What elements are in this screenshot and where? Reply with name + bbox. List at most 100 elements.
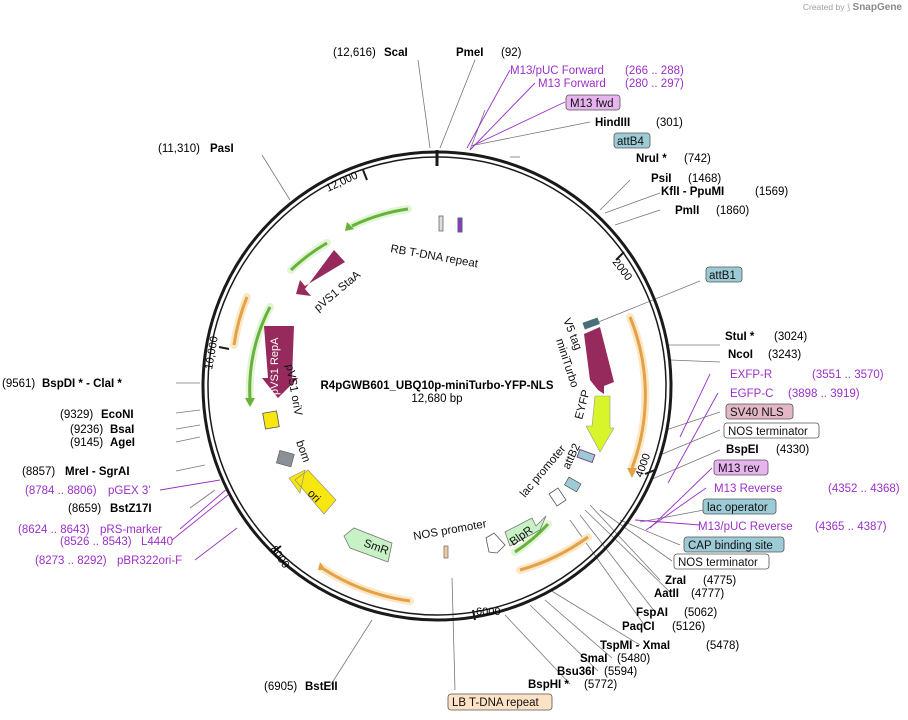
pvs1-oriv-label: pVS1 oriV	[283, 363, 304, 416]
site-pos: (6905)	[264, 681, 297, 693]
credit-brand: SnapGene	[852, 2, 902, 13]
site-name: PmlI	[675, 205, 699, 217]
site-name: SmaI	[580, 653, 608, 665]
site-name: BspEI	[726, 444, 759, 456]
site-name: BspHI *	[528, 679, 569, 691]
site-name: HindIII	[595, 117, 630, 129]
nos-terminator-label: NOS terminator	[678, 557, 758, 569]
bom-label: bom	[293, 439, 312, 464]
cap-binding-site-label: CAP binding site	[688, 540, 773, 552]
site-name: PmeI	[456, 47, 484, 59]
site-pos: (5478)	[706, 640, 739, 652]
site-name: KflI - PpuMI	[661, 186, 724, 198]
site-pos: (5594)	[604, 666, 637, 678]
site-pos: (5126)	[672, 621, 705, 633]
lac-promoter-arrow	[548, 487, 567, 507]
pvs1-oriv-box	[262, 410, 280, 430]
site-pos: (92)	[501, 47, 522, 59]
primer-range: (3551 .. 3570)	[812, 369, 884, 381]
credit-prefix: Created by	[802, 2, 845, 12]
lb-tdna-label: LB T-DNA repeat	[452, 697, 540, 709]
site-name: Bsu36I	[557, 666, 595, 678]
site-pos: (4775)	[703, 575, 736, 587]
sv40-nls-label: SV40 NLS	[730, 407, 784, 419]
eyfp-arrow	[585, 395, 615, 453]
site-name: StuI *	[725, 331, 755, 343]
lac-operator-box	[564, 476, 582, 493]
site-pos: (9236)	[70, 424, 103, 436]
attb2-box	[576, 448, 596, 464]
site-pos: (9145)	[70, 437, 103, 449]
primer-range: (8526 .. 8543)	[60, 536, 132, 548]
blpr-arrow	[504, 515, 547, 547]
site-pos: (742)	[684, 153, 711, 165]
site-pos: (1860)	[716, 205, 749, 217]
site-pos: (8659)	[68, 503, 101, 515]
primer-range: (4365 .. 4387)	[815, 521, 887, 533]
primer-name: M13/pUC Reverse	[698, 521, 793, 533]
site-pos: (1569)	[755, 186, 788, 198]
site-pos: (1468)	[688, 173, 721, 185]
boxed-labels: M13 fwd attB4 attB1 SV40 NLS NOS termina…	[447, 94, 820, 711]
site-pos: (301)	[656, 117, 683, 129]
right-primer-labels: M13/pUC Forward (266 .. 288) M13 Forward…	[510, 65, 900, 533]
primer-name: EXFP-R	[730, 369, 772, 381]
primer-name: M13/pUC Forward	[510, 65, 604, 77]
site-pos: (12,616)	[333, 47, 376, 59]
rb-tdna-marker	[438, 215, 444, 232]
m13-fwd-label: M13 fwd	[570, 98, 613, 110]
tick-label-10000: 10,000	[203, 335, 221, 370]
miniturbo-arrow	[584, 327, 614, 394]
right-site-labels: PmeI (92) HindIII (301) NruI * (742) Psi…	[456, 47, 809, 691]
eyfp-label: EYFP	[573, 388, 592, 420]
site-pos: (8857)	[22, 466, 55, 478]
primer-range: (266 .. 288)	[625, 65, 684, 77]
pvs1-repa-arrow	[262, 326, 298, 398]
snapgene-credit: Created by ⟆ SnapGene	[803, 2, 902, 13]
tick-marks	[218, 169, 656, 621]
nos-promoter-arrow	[485, 532, 506, 554]
rb-tdna-label: RB T-DNA repeat	[389, 243, 479, 270]
left-site-labels: (12,616) ScaI (11,310) PasI (9561) BspDI…	[2, 47, 408, 693]
tick-label-2000: 2000	[610, 256, 635, 283]
site-pos: (5480)	[617, 653, 650, 665]
plasmid-size: 12,680 bp	[411, 393, 462, 405]
primer-name: L4440	[141, 536, 173, 548]
lac-operator-label: lac operator	[707, 502, 768, 514]
nos-terminator-label: NOS terminator	[728, 426, 808, 438]
primer-name: EGFP-C	[730, 388, 773, 400]
primer-range: (280 .. 297)	[625, 78, 684, 90]
site-pos: (11,310)	[158, 143, 200, 155]
smr-arrow	[343, 527, 393, 563]
site-name: PsiI	[651, 173, 671, 185]
primer-name: M13 Forward	[538, 78, 606, 90]
site-name: ZraI	[665, 575, 686, 587]
tick-label-6000: 6000	[476, 606, 500, 618]
site-name: AgeI	[110, 437, 135, 449]
site-name: BsaI	[110, 424, 134, 436]
attb4-marker	[457, 217, 463, 233]
site-pos: (9561)	[2, 378, 35, 390]
site-pos: (4330)	[776, 444, 809, 456]
site-name: ScaI	[384, 47, 408, 59]
feature-arrows	[262, 215, 615, 563]
pvs1-repa-label: pVS1 RepA	[269, 337, 281, 395]
site-name: BstEII	[305, 681, 338, 693]
site-name: BstZ17I	[110, 503, 152, 515]
site-name: PaqCI	[622, 621, 655, 633]
plasmid-name: R4pGWB601_UBQ10p-miniTurbo-YFP-NLS	[321, 380, 554, 392]
primer-leader-lines	[159, 69, 719, 561]
site-name: MreI - SgrAI	[65, 466, 130, 478]
attb1-label: attB1	[709, 270, 736, 282]
pvs1-staa-arrow	[296, 250, 345, 296]
nos-promoter-label: NOS promoter	[412, 518, 487, 543]
site-name: NruI *	[636, 153, 667, 165]
site-pos: (9329)	[60, 409, 93, 421]
site-name: NcoI	[728, 349, 753, 361]
site-pos: (5772)	[584, 679, 617, 691]
bom-box	[276, 450, 295, 468]
site-name: FspAI	[636, 607, 668, 619]
left-primer-labels: (8784 .. 8806) pGEX 3' (8624 .. 8643) pR…	[18, 485, 182, 567]
primer-name: pBR322ori-F	[117, 555, 182, 567]
